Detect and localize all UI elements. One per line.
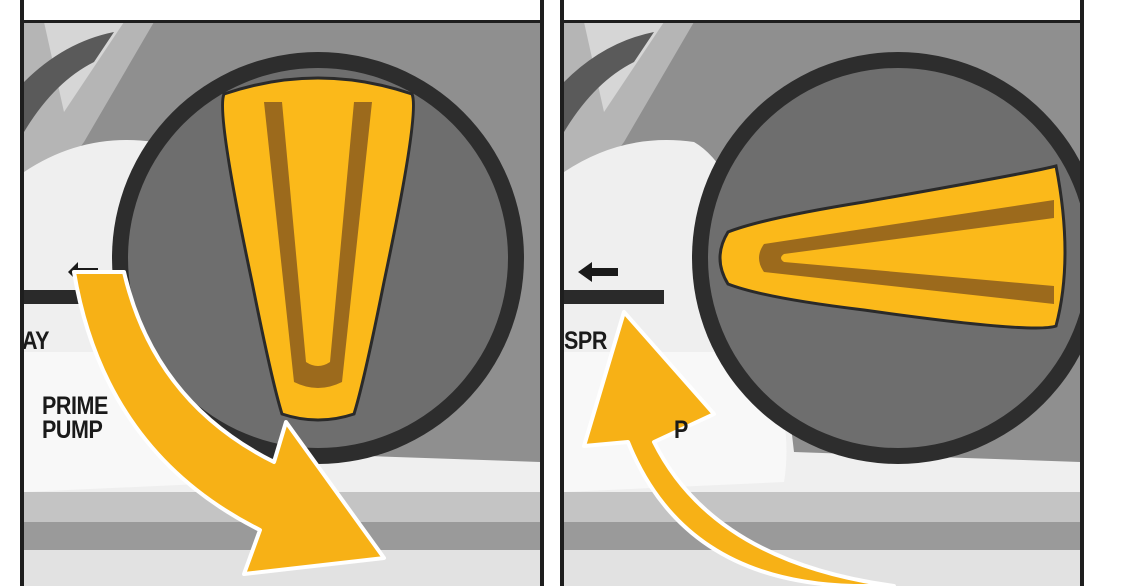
direction-arrow-left-icon [578, 262, 618, 282]
body-base [564, 550, 1080, 586]
body-seam [564, 492, 1080, 522]
panel-border-left [20, 0, 24, 586]
panel-border-mid-right [560, 0, 564, 586]
panel-border-top-right [560, 20, 1084, 23]
knob-ridge [759, 200, 1054, 304]
label-spray-fragment: AY [24, 327, 50, 355]
panel-border-right [1080, 0, 1084, 586]
panel-border-top-left [20, 20, 544, 23]
label-prime: PRIME [42, 392, 108, 420]
sprayer-illustration-right [564, 22, 1080, 586]
panel-border-mid-left [540, 0, 544, 586]
sprayer-illustration-left [24, 22, 540, 586]
label-pump-fragment: P [674, 416, 688, 444]
body-edge [564, 32, 654, 132]
label-pump: PUMP [42, 416, 103, 444]
panel-spray-position: SPR P [564, 22, 1080, 586]
rotate-counterclockwise-arrow-icon [582, 310, 896, 586]
label-spray-fragment: SPR [564, 327, 607, 355]
body-seam [564, 522, 1080, 552]
knob-ridge [264, 102, 372, 388]
knob-center [286, 106, 350, 358]
spray-mark-bar [564, 290, 664, 304]
rotate-clockwise-arrow-icon [72, 270, 386, 576]
body-edge [24, 32, 114, 132]
panel-prime-pump-position: AY PRIME PUMP [24, 22, 540, 586]
